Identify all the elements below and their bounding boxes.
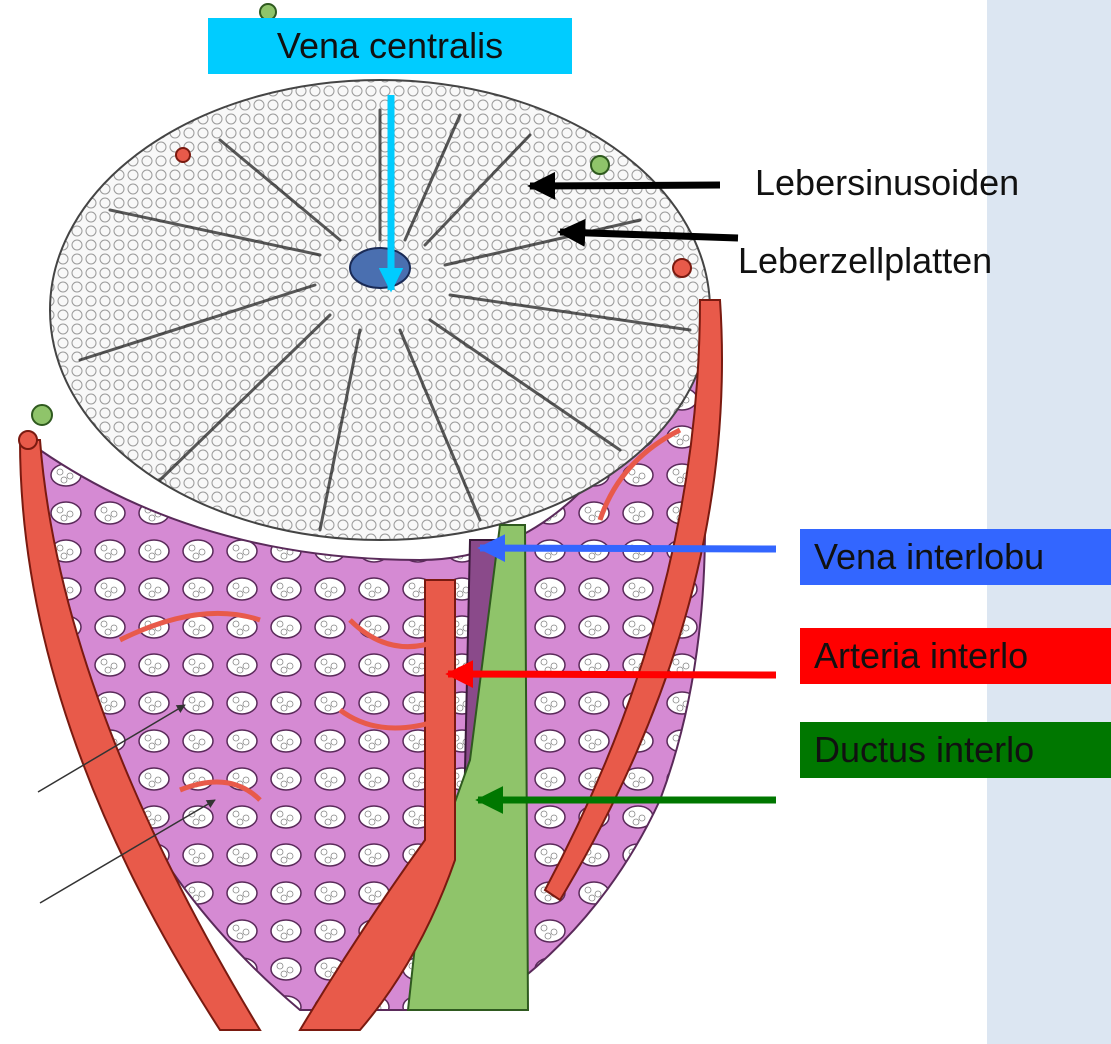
label-vena-centralis: Vena centralis — [208, 18, 572, 74]
label-ductus-interlobularis: Ductus interlo — [800, 722, 1111, 778]
label-arteria-interlobularis: Arteria interlo — [800, 628, 1111, 684]
label-vena-interlobularis: Vena interlobu — [800, 529, 1111, 585]
arrow-lebersinusoiden — [530, 185, 720, 186]
arrow-arteria-interlobularis — [448, 674, 776, 675]
label-leberzellplatten: Leberzellplatten — [738, 243, 992, 279]
arrow-leberzellplatten — [560, 232, 738, 238]
arrow-unlabeled-upper — [38, 705, 185, 792]
arrow-vena-interlobularis — [480, 548, 776, 549]
label-lebersinusoiden: Lebersinusoiden — [755, 165, 1019, 201]
arrow-unlabeled-lower — [40, 800, 215, 903]
